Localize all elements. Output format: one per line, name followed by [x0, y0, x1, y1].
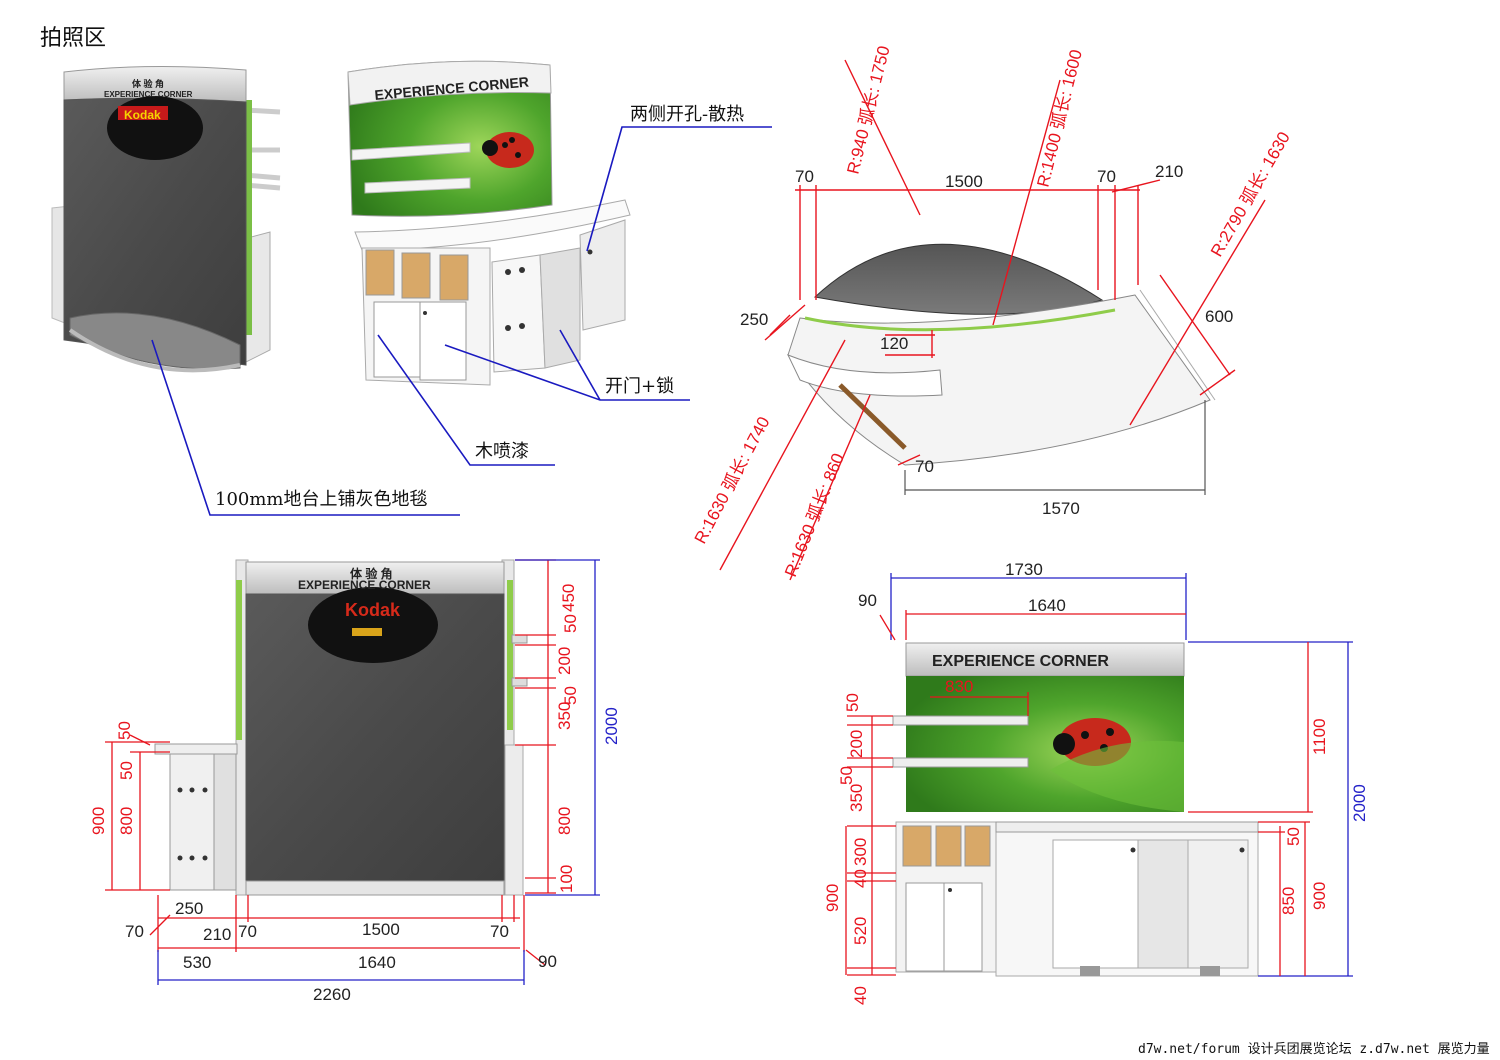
sign-en-front: EXPERIENCE CORNER — [932, 653, 1109, 670]
perspective-view-back: Kodak 体 验 角 EXPERIENCE CORNER — [51, 65, 281, 373]
front-dim-850: 850 — [1279, 887, 1298, 915]
note-door-lock: 开门+锁 — [605, 376, 674, 397]
sign-cn-small: 体 验 角 — [132, 78, 164, 89]
side-dim-90: 90 — [538, 952, 557, 971]
front-dim-lines-blue — [890, 573, 1353, 977]
plan-dim-1500: 1500 — [945, 172, 983, 191]
note-paint: 木喷漆 — [475, 441, 529, 462]
front-dim-300: 300 — [851, 838, 870, 866]
front-dim-830: 830 — [945, 677, 973, 696]
plan-dim-600: 600 — [1205, 307, 1233, 326]
front-dim-50c: 50 — [1284, 827, 1303, 846]
plan-dim-70b: 70 — [1097, 167, 1116, 186]
side-dim-70b: 70 — [238, 922, 257, 941]
plan-dim-210: 210 — [1155, 162, 1183, 181]
side-dim-200: 200 — [555, 647, 574, 675]
plan-view — [786, 243, 1216, 466]
side-dim-2260: 2260 — [313, 985, 351, 1004]
side-dim-450: 450 — [559, 584, 578, 612]
side-dim-lines-red — [105, 559, 556, 966]
front-dim-520: 520 — [851, 917, 870, 945]
sign-en-small: EXPERIENCE CORNER — [104, 90, 193, 99]
side-dim-1500: 1500 — [362, 920, 400, 939]
side-dim-210: 210 — [203, 925, 231, 944]
front-dim-50a: 50 — [843, 693, 862, 712]
side-dim-50b: 50 — [561, 686, 580, 705]
note-carpet: 100mm地台上铺灰色地毯 — [215, 489, 428, 510]
front-dim-350: 350 — [847, 784, 866, 812]
side-dim-50c: 50 — [115, 721, 134, 740]
front-dim-90: 90 — [858, 591, 877, 610]
front-dim-40b: 40 — [851, 986, 870, 1005]
side-dim-70a: 70 — [125, 922, 144, 941]
side-dim-2000: 2000 — [602, 707, 621, 745]
footer-watermark: d7w.net/forum 设计兵团展览论坛 z.d7w.net 展览力量 — [1138, 1041, 1490, 1057]
plan-dim-lines — [719, 59, 1266, 581]
front-dim-50b: 50 — [837, 766, 856, 785]
kodak-logo-small: Kodak — [124, 108, 161, 122]
front-dim-1640: 1640 — [1028, 596, 1066, 615]
plan-dim-1570-line — [904, 400, 1206, 495]
front-dim-1100: 1100 — [1310, 718, 1329, 755]
front-dim-2000: 2000 — [1350, 784, 1369, 822]
front-dim-900l: 900 — [823, 884, 842, 912]
side-dim-50a: 50 — [561, 614, 580, 633]
front-dim-40a: 40 — [851, 869, 870, 888]
plan-dim-120: 120 — [880, 334, 908, 353]
side-dim-350: 350 — [555, 702, 574, 730]
note-vents: 两侧开孔-散热 — [630, 104, 744, 125]
side-dim-70c: 70 — [490, 922, 509, 941]
side-dim-1640: 1640 — [358, 953, 396, 972]
kodak-logo-side: Kodak — [345, 600, 401, 620]
side-dim-530: 530 — [183, 953, 211, 972]
side-dim-50d: 50 — [117, 761, 136, 780]
dim-r940: R:940 弧长: 1750 — [843, 44, 893, 176]
side-dim-100: 100 — [557, 865, 576, 893]
front-dim-1730: 1730 — [1005, 560, 1043, 579]
side-dim-800l: 800 — [117, 807, 136, 835]
plan-dim-250: 250 — [740, 310, 768, 329]
front-dim-lines-red — [845, 610, 1313, 976]
side-dim-800r: 800 — [555, 807, 574, 835]
front-dim-200: 200 — [847, 730, 866, 758]
sign-en-side: EXPERIENCE CORNER — [298, 578, 431, 592]
dim-r1630b: R:1630 弧长: 860 — [781, 451, 848, 580]
callout-lines — [151, 126, 772, 516]
side-dim-900: 900 — [89, 807, 108, 835]
dim-r2790: R:2790 弧长: 1630 — [1207, 129, 1294, 260]
sign-cn-side: 体 验 角 — [350, 566, 393, 581]
dim-r1630a: R:1630 弧长: 1740 — [691, 414, 774, 547]
front-elevation: EXPERIENCE CORNER — [892, 642, 1259, 977]
side-dim-250: 250 — [175, 899, 203, 918]
dim-r1400: R:1400 弧长: 1600 — [1033, 48, 1086, 189]
page-title: 拍照区 — [40, 26, 106, 51]
plan-dim-70c: 70 — [915, 457, 934, 476]
side-dim-lines-blue — [157, 559, 600, 985]
plan-dim-1570: 1570 — [1042, 499, 1080, 518]
front-dim-900r: 900 — [1310, 882, 1329, 910]
side-elevation: Kodak 体 验 角 EXPERIENCE CORNER — [154, 559, 528, 896]
perspective-view-front: EXPERIENCE CORNER — [347, 60, 631, 386]
plan-dim-70a: 70 — [795, 167, 814, 186]
